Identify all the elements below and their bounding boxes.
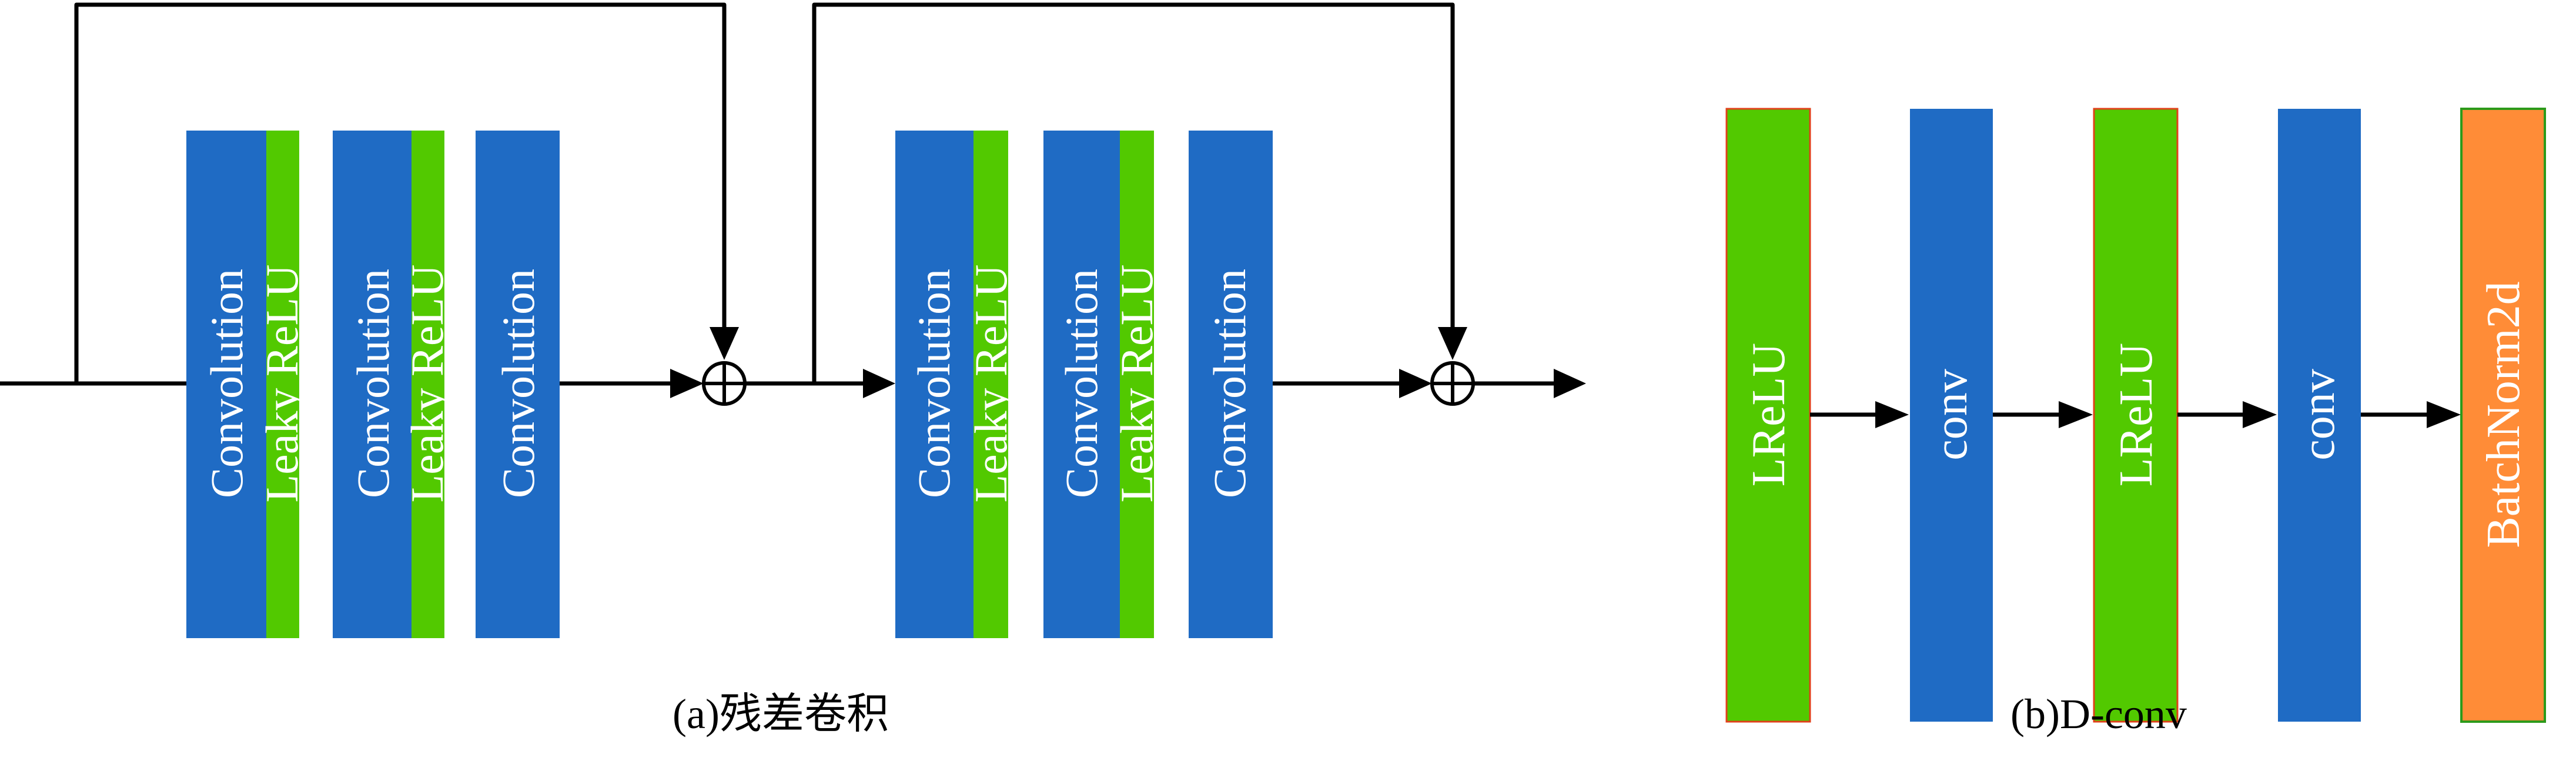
leaky-relu-layer [412, 131, 444, 638]
sum-node-2 [1430, 361, 1475, 406]
skip-connection-2 [812, 2, 1455, 383]
leaky-relu-label: Leaky ReLU [256, 264, 307, 502]
lrelu-label: LReLU [2110, 343, 2162, 486]
residual-block-1: Convolution Leaky ReLU Convolution Leaky… [186, 131, 560, 638]
batchnorm-layer [2460, 108, 2546, 723]
panel-b: LReLU conv LReLU conv BatchNorm2d (b)D-c… [1725, 108, 2546, 738]
skip-connection-1 [74, 2, 727, 383]
leaky-relu-label: Leaky ReLU [402, 264, 453, 502]
conv-layer [1043, 131, 1120, 638]
conv-label: Convolution [908, 269, 959, 498]
arrowhead-icon [2243, 401, 2277, 428]
arrowhead-icon [2427, 401, 2461, 428]
residual-block-2: Convolution Leaky ReLU Convolution Leaky… [895, 131, 1273, 638]
arrowhead-icon [2059, 401, 2093, 428]
arrowhead-into-sum-2 [1399, 369, 1432, 398]
arrowhead-icon [1875, 401, 1909, 428]
leaky-relu-label: Leaky ReLU [965, 264, 1016, 502]
conv-label: Convolution [347, 269, 399, 498]
lrelu-layer [2093, 108, 2179, 723]
conv-label: conv [2293, 369, 2344, 461]
leaky-relu-label: Leaky ReLU [1111, 264, 1162, 502]
lrelu-label: LReLU [1743, 343, 1795, 486]
skip-arrowhead-2 [1438, 327, 1467, 360]
arrowhead-into-block-2 [863, 369, 895, 398]
sum-node-1 [702, 361, 747, 406]
caption-panel-b: (b)D-conv [2010, 690, 2187, 738]
panel-a: Convolution Leaky ReLU Convolution Leaky… [0, 2, 1586, 738]
conv-label: Convolution [1056, 269, 1107, 498]
conv-label: Convolution [201, 269, 252, 498]
conv-layer [186, 131, 266, 638]
conv-layer [476, 131, 560, 638]
output-arrowhead [1554, 369, 1586, 398]
conv-layer [333, 131, 412, 638]
leaky-relu-layer [1120, 131, 1154, 638]
batchnorm-label: BatchNorm2d [2478, 281, 2530, 548]
leaky-relu-layer [973, 131, 1008, 638]
conv-label: Convolution [1204, 269, 1255, 498]
conv-label: Convolution [493, 269, 544, 498]
conv-layer [895, 131, 973, 638]
conv-layer [1189, 131, 1273, 638]
conv-layer [2278, 109, 2361, 722]
conv-label: conv [1925, 369, 1977, 461]
skip-arrowhead-1 [710, 327, 739, 360]
leaky-relu-layer [266, 131, 299, 638]
conv-layer [1910, 109, 1993, 722]
arrowhead-into-sum-1 [670, 369, 704, 398]
caption-panel-a: (a)残差卷积 [673, 690, 889, 738]
